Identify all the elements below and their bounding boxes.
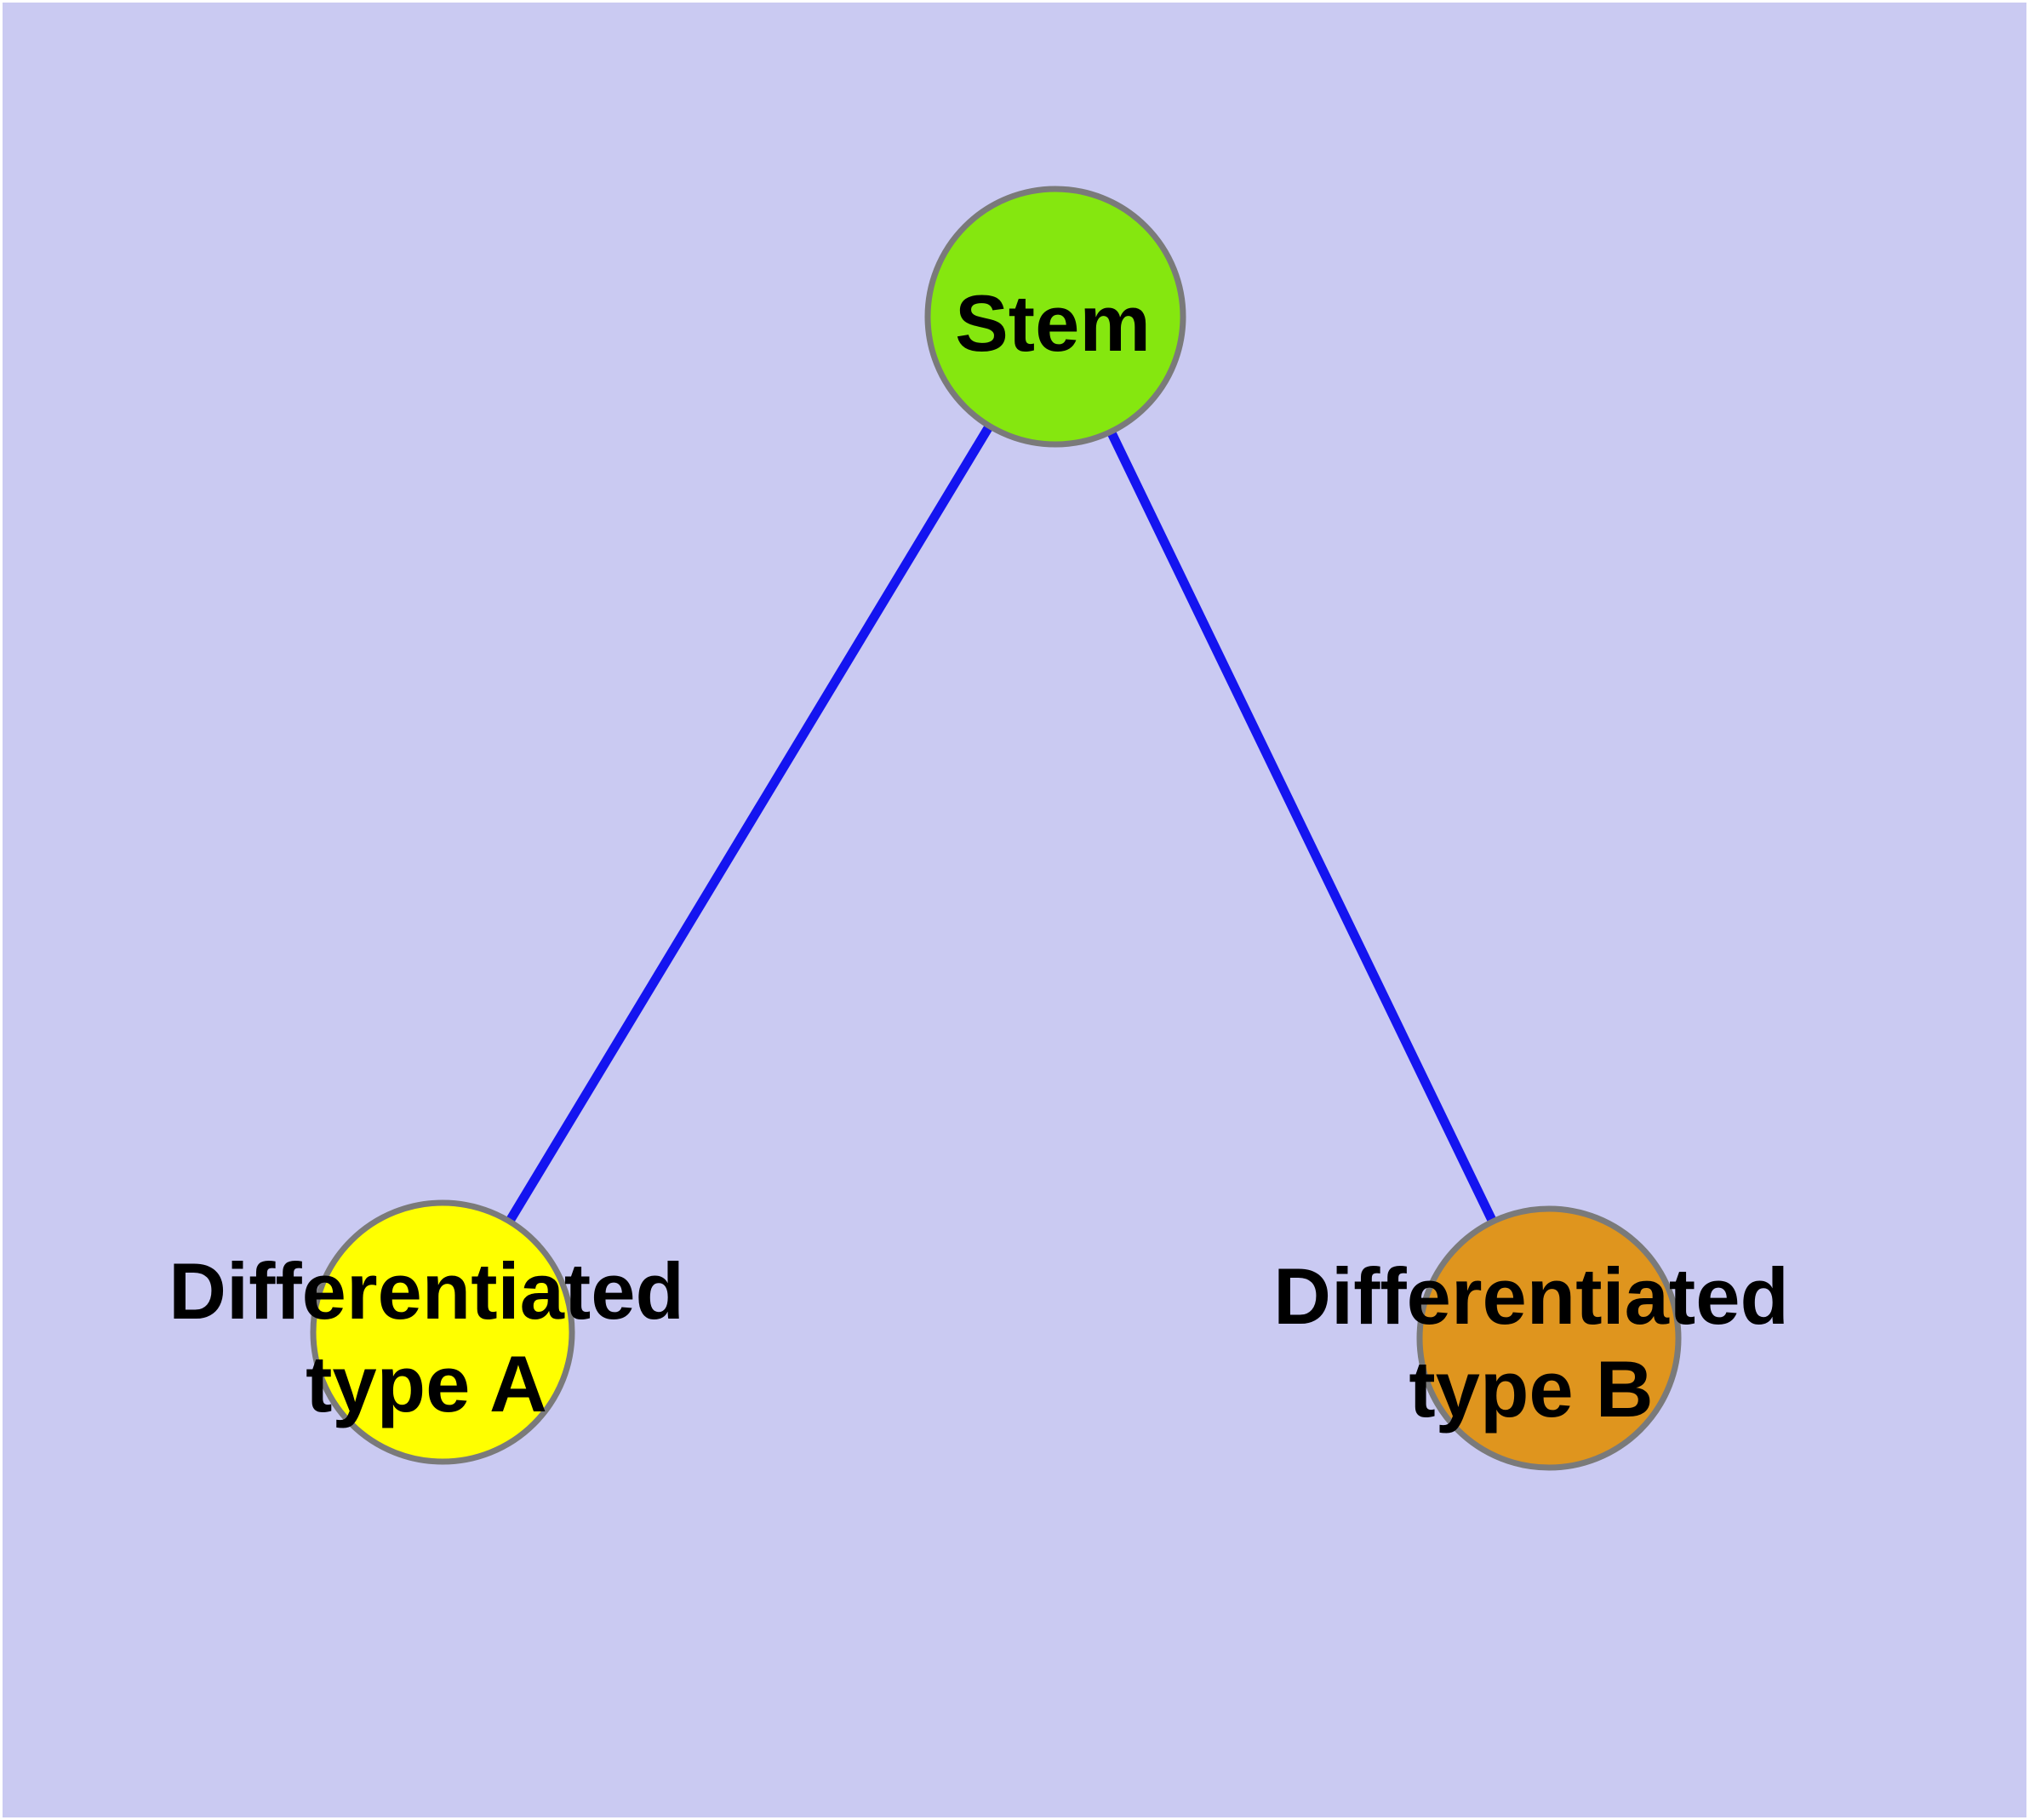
node-differentiated-type-a-label-line2: type A <box>306 1339 547 1428</box>
edge-stem-to-differentiated-type-b <box>1051 314 1553 1341</box>
node-stem[interactable] <box>924 186 1186 448</box>
node-differentiated-type-a[interactable] <box>310 1199 575 1465</box>
node-differentiated-type-b[interactable] <box>1416 1205 1682 1471</box>
edge-stem-to-differentiated-type-a <box>438 314 1060 1335</box>
node-stem-label: Stem <box>955 278 1151 368</box>
node-differentiated-type-a-label-line1: Differentiated <box>169 1246 684 1336</box>
node-differentiated-type-b-label-line2: type B <box>1409 1344 1653 1434</box>
node-differentiated-type-b-label-line1: Differentiated <box>1273 1251 1789 1341</box>
